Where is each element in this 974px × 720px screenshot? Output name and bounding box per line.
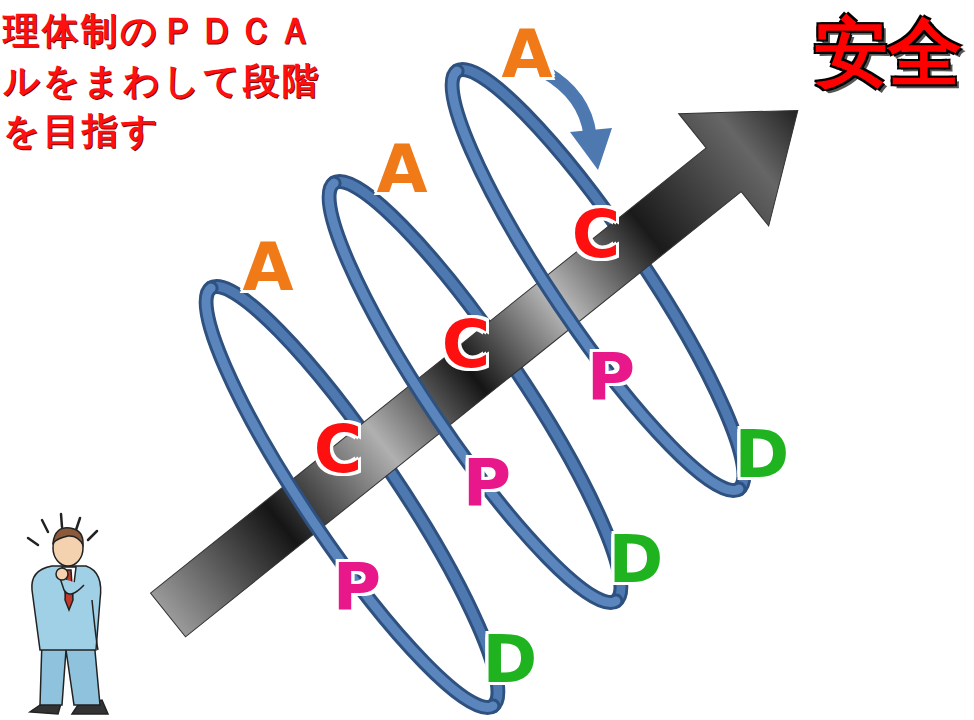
cycle-letter: A xyxy=(376,137,427,203)
cycle-letter: D xyxy=(483,627,538,693)
cycle-letter: P xyxy=(463,451,511,517)
cycle-letter: C xyxy=(314,417,362,483)
cycle-letter: P xyxy=(333,555,381,621)
cycle-letter: D xyxy=(735,422,790,488)
goal-word: 安全 xyxy=(814,15,962,89)
heading-text: 理体制のＰＤＣＡ ルをまわして段階 を目指す xyxy=(3,6,363,156)
cycle-letter: D xyxy=(609,527,664,593)
ring-front xyxy=(173,71,739,720)
businessman-figure xyxy=(28,514,108,714)
cycle-letter: P xyxy=(587,345,635,411)
cycle-arrow xyxy=(545,72,612,170)
cycle-letter: A xyxy=(501,22,552,88)
cycle-letter: A xyxy=(242,235,293,301)
cycle-letter: C xyxy=(572,202,620,268)
cycle-letter: C xyxy=(442,312,490,378)
